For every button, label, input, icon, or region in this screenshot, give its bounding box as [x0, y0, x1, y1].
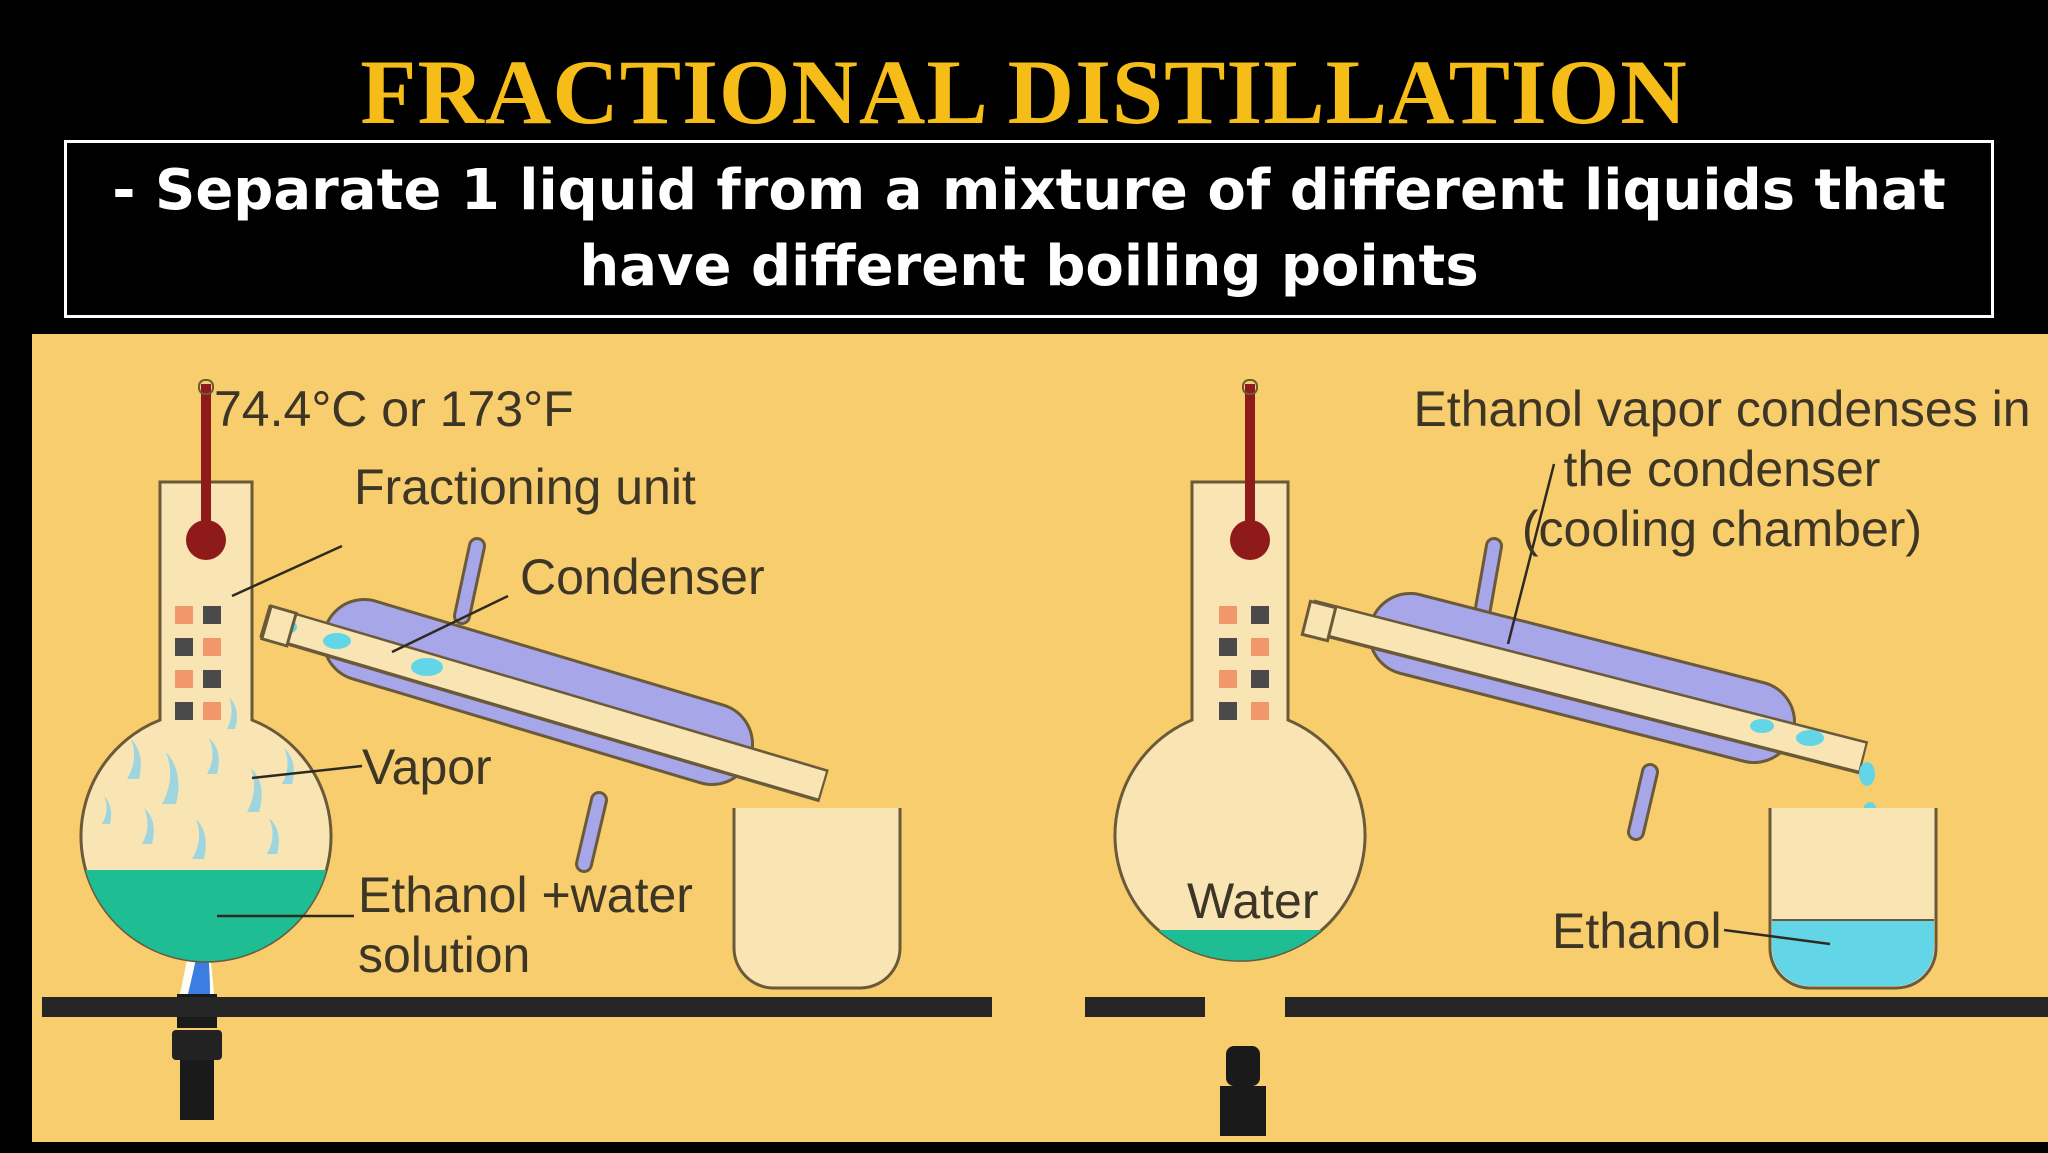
ethanol-liquid — [1772, 920, 1934, 986]
burner-off-icon — [1220, 1046, 1266, 1136]
condense-label-line1: Ethanol vapor condenses in — [1413, 381, 2030, 437]
water-label: Water — [1187, 873, 1319, 929]
solution-label-line1: Ethanol +water — [358, 867, 693, 923]
thermometer-icon — [186, 379, 226, 560]
right-thermometer-icon — [1230, 379, 1270, 560]
left-stand — [42, 997, 992, 1017]
subtitle: - Separate 1 liquid from a mixture of di… — [112, 158, 1946, 299]
left-condenser — [259, 537, 829, 873]
subtitle-box: - Separate 1 liquid from a mixture of di… — [64, 140, 1994, 318]
ethanol-label: Ethanol — [1552, 903, 1722, 959]
distillation-diagram: 74.4°C or 173°F Fractioning unit Condens… — [42, 379, 2048, 1136]
fractioning-unit-label: Fractioning unit — [354, 459, 696, 515]
right-stand-right — [1285, 997, 2048, 1017]
water-liquid — [1115, 930, 1365, 961]
condense-label-line3: (cooling chamber) — [1522, 501, 1922, 557]
right-setup: Ethanol vapor condenses in the condenser… — [1085, 379, 2048, 1136]
left-beaker — [732, 808, 902, 990]
diagram-panel: 74.4°C or 173°F Fractioning unit Condens… — [32, 334, 2048, 1142]
left-setup: 74.4°C or 173°F Fractioning unit Condens… — [42, 379, 992, 1120]
right-fractioning-packing — [1219, 606, 1269, 720]
page-title: FRACTIONAL DISTILLATION — [360, 41, 1688, 143]
right-flask — [1113, 379, 1367, 962]
fractioning-packing — [175, 606, 221, 720]
temperature-label: 74.4°C or 173°F — [214, 381, 574, 437]
condenser-label: Condenser — [520, 549, 765, 605]
vapor-label: Vapor — [362, 739, 492, 795]
solution-label-line2: solution — [358, 927, 530, 983]
condense-label-line2: the condenser — [1564, 441, 1881, 497]
right-condenser — [1300, 537, 1886, 888]
right-stand-left — [1085, 997, 1205, 1017]
vapor-wisps — [102, 697, 294, 859]
right-beaker — [1768, 808, 1938, 990]
